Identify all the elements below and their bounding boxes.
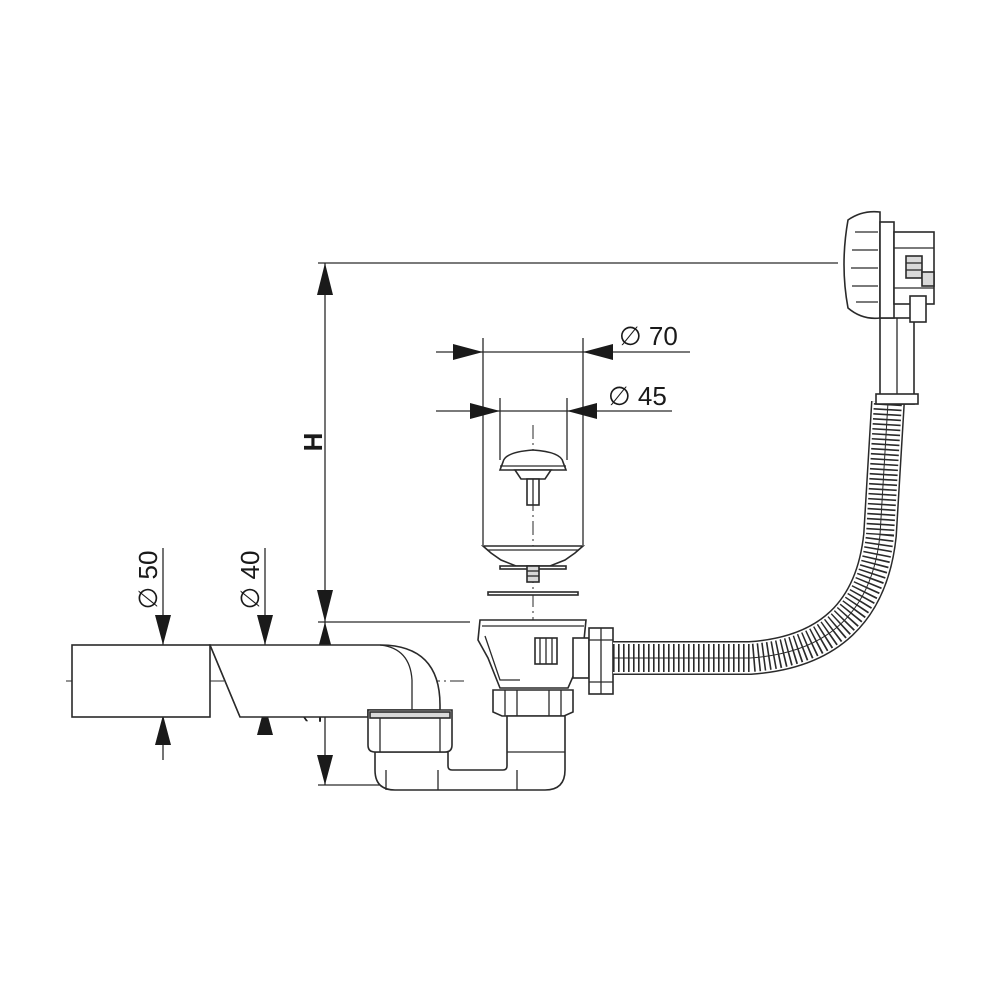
plug-head <box>498 449 568 471</box>
overflow-hose <box>613 400 905 675</box>
arrow-down-icon <box>155 615 171 645</box>
plug-body <box>513 469 553 480</box>
elbow-nut <box>367 709 453 753</box>
dimension-pipe-inner: ∅ 40 <box>235 548 273 735</box>
waste-housing <box>477 619 587 689</box>
arrow-right-icon <box>470 403 500 419</box>
arrow-down-icon <box>317 590 333 622</box>
dimension-pipe-outer: ∅ 50 <box>133 548 171 760</box>
overflow-head <box>843 210 935 323</box>
dimension-label-40: ∅ 40 <box>235 551 265 610</box>
overflow-cap <box>843 210 881 320</box>
dimension-label-70: ∅ 70 <box>619 321 678 351</box>
outlet-pipe-reducer <box>208 644 441 718</box>
arrow-up-icon <box>155 715 171 745</box>
overflow-tube <box>875 317 919 405</box>
overflow-coupling <box>572 627 614 695</box>
dimension-label-45: ∅ 45 <box>608 381 667 411</box>
dimension-label-50: ∅ 50 <box>133 551 163 610</box>
dimension-plug-inner: ∅ 45 <box>436 381 672 460</box>
flange-bolt <box>526 565 540 583</box>
arrow-up-icon <box>257 705 273 735</box>
plug-cap <box>498 449 568 506</box>
overflow-flange <box>879 221 895 319</box>
waste-body <box>477 619 587 717</box>
outlet-pipe-outer <box>71 644 211 718</box>
dimension-plug-outer: ∅ 70 <box>436 321 690 545</box>
flange-gasket <box>487 591 579 596</box>
arrow-down-icon <box>317 755 333 785</box>
dimension-h: H <box>298 262 838 623</box>
flange-plate <box>480 545 586 567</box>
strainer-flange <box>480 545 586 596</box>
outlet-pipe <box>71 644 453 753</box>
arrow-left-icon <box>567 403 597 419</box>
arrow-up-icon <box>317 263 333 295</box>
arrow-down-icon <box>257 615 273 645</box>
overflow-screw <box>905 255 923 279</box>
arrow-right-icon <box>453 344 483 360</box>
dimension-label-h: H <box>298 433 328 452</box>
arrow-left-icon <box>583 344 613 360</box>
